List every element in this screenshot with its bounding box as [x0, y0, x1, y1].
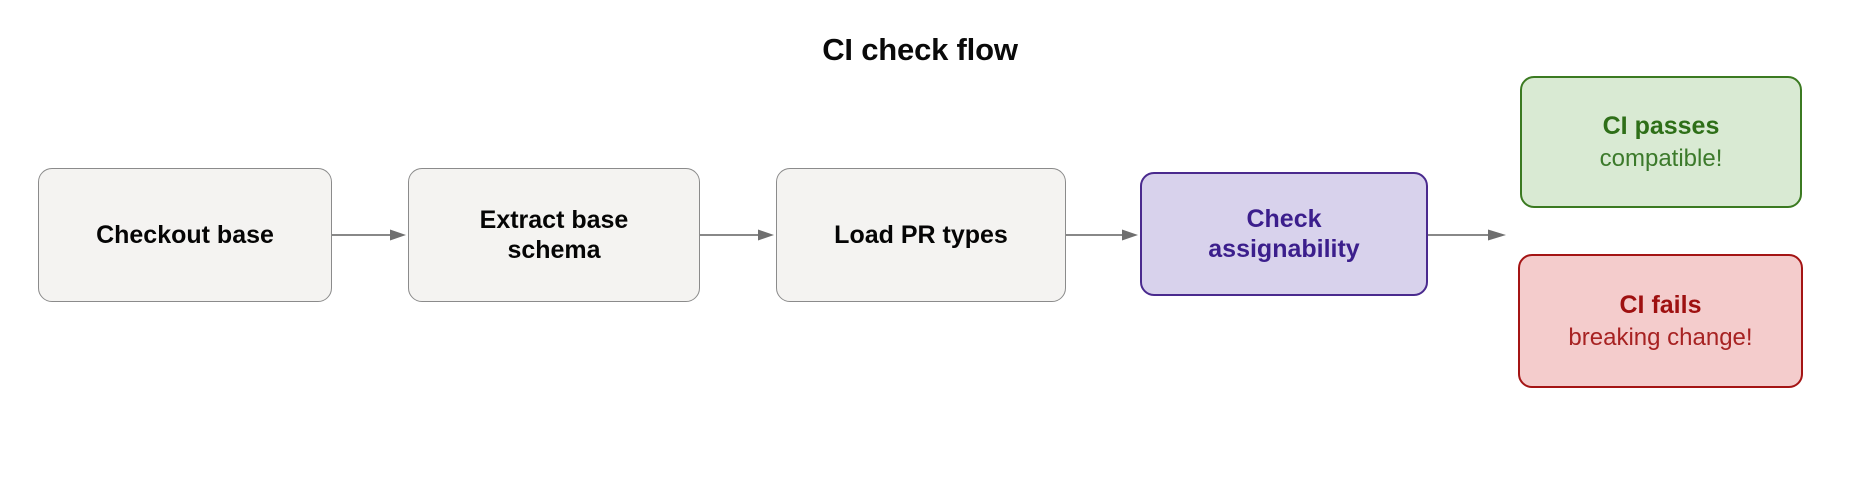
node-checkout-base-line1: Checkout base — [96, 220, 274, 249]
node-extract-base-schema[interactable]: Extract base schema — [408, 168, 700, 302]
node-ci-passes-line2: compatible! — [1599, 144, 1723, 172]
node-ci-passes-line1: CI passes — [1602, 112, 1720, 141]
node-check-assignability-line1: Check — [1246, 204, 1322, 233]
edge-checkout-base-to-extract-base-schema — [332, 228, 410, 242]
node-load-pr-types-line1: Load PR types — [834, 220, 1008, 249]
node-ci-fails-line2: breaking change! — [1568, 323, 1753, 351]
edge-load-pr-types-to-check-assignability — [1066, 228, 1142, 242]
node-load-pr-types[interactable]: Load PR types — [776, 168, 1066, 302]
diagram-title: CI check flow — [822, 32, 1018, 67]
edge-extract-base-schema-to-load-pr-types — [700, 228, 778, 242]
node-check-assignability-line2: assignability — [1208, 235, 1360, 263]
edge-check-assignability-to-outcomes — [1428, 228, 1510, 242]
node-ci-fails[interactable]: CI fails breaking change! — [1518, 254, 1803, 388]
node-check-assignability[interactable]: Check assignability — [1140, 172, 1428, 296]
node-ci-fails-line1: CI fails — [1619, 291, 1702, 320]
node-ci-passes[interactable]: CI passes compatible! — [1520, 76, 1802, 208]
node-extract-base-schema-line1: Extract base — [479, 205, 629, 234]
node-checkout-base[interactable]: Checkout base — [38, 168, 332, 302]
node-extract-base-schema-line2: schema — [507, 236, 601, 264]
